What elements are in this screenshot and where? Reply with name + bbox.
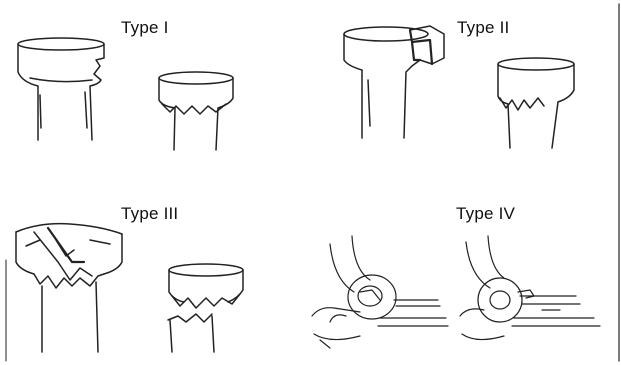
type3-bone-displaced	[168, 264, 243, 352]
type1-bone-displaced	[159, 72, 233, 150]
type2-bone-displaced	[498, 58, 574, 148]
type3-bone-fractured	[16, 224, 122, 352]
type4-label: Type IV	[456, 204, 515, 224]
type2-label: Type II	[457, 18, 509, 38]
type2-bone-fractured	[344, 26, 444, 138]
type4-illustration	[312, 236, 600, 348]
type2-illustration	[344, 26, 574, 148]
type1-label: Type I	[121, 18, 169, 38]
type3-label: Type III	[121, 204, 178, 224]
type1-bone-fractured	[18, 38, 104, 140]
type3-illustration	[16, 224, 243, 352]
type4-elbow-left	[312, 236, 448, 348]
type4-elbow-right	[460, 236, 600, 340]
type1-illustration	[18, 38, 233, 150]
